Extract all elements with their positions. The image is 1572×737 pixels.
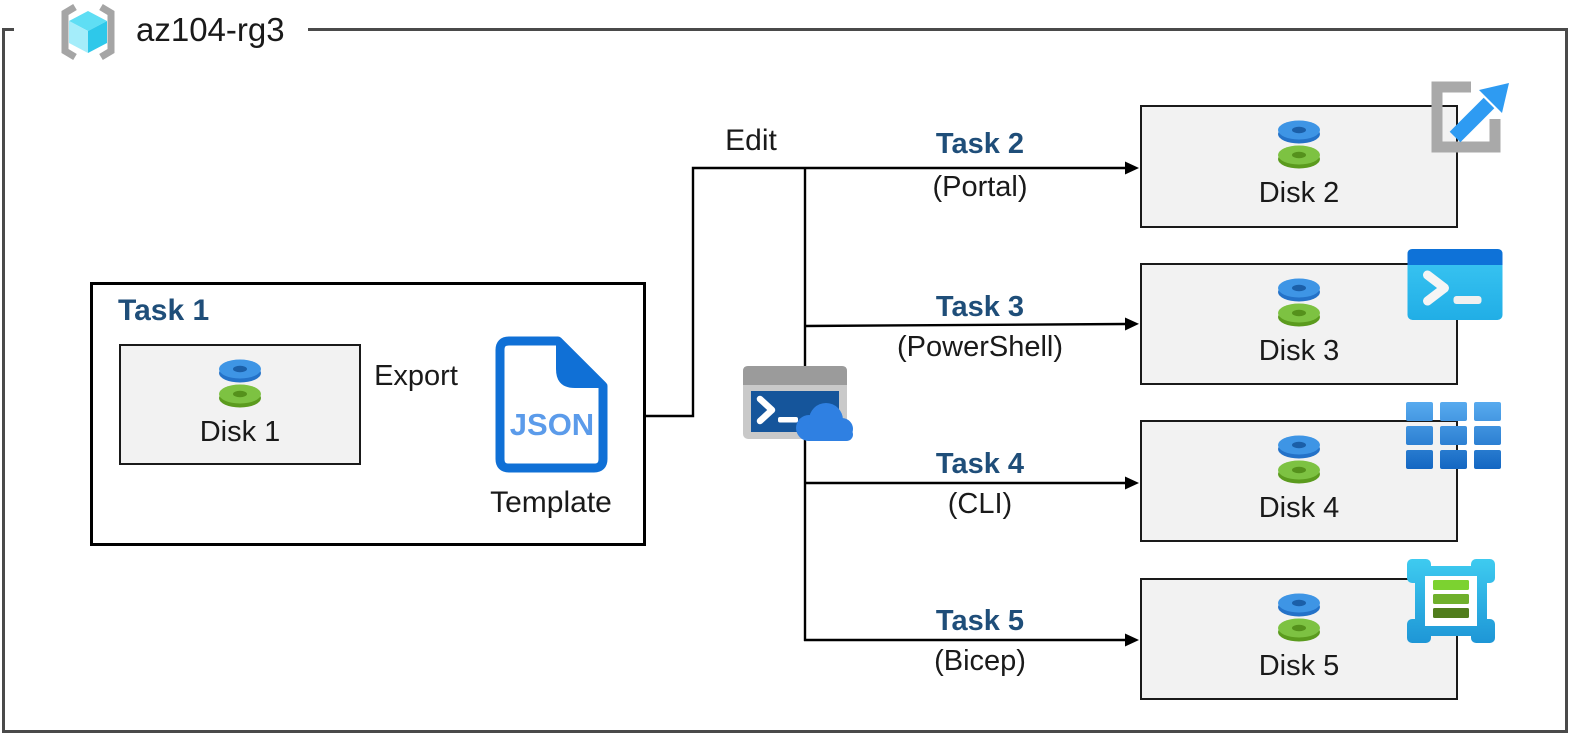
edit-label: Edit <box>725 124 777 157</box>
task4-method: (CLI) <box>947 488 1013 520</box>
task2-method: (Portal) <box>932 171 1028 203</box>
task4-heading: Task 4 <box>935 448 1025 480</box>
disk5-box: Disk 5 <box>1140 578 1458 700</box>
template-label: Template <box>490 486 612 519</box>
azure-cloud-shell-icon <box>743 366 853 441</box>
disk4-label: Disk 4 <box>1258 492 1340 524</box>
disk4-box: Disk 4 <box>1140 420 1458 542</box>
disk1-label: Disk 1 <box>199 416 281 448</box>
powershell-terminal-icon <box>1407 249 1503 320</box>
managed-disk-icon <box>1278 278 1320 327</box>
json-template-icon: JSON <box>495 336 608 473</box>
azure-cli-icon <box>1406 402 1501 469</box>
disk2-label: Disk 2 <box>1258 177 1340 209</box>
managed-disk-icon <box>219 359 261 408</box>
resource-group-name: az104-rg3 <box>136 11 285 48</box>
azure-portal-icon <box>1431 81 1509 153</box>
managed-disk-icon <box>1278 120 1320 169</box>
json-doc-text: JSON <box>510 407 594 442</box>
disk5-label: Disk 5 <box>1258 650 1340 682</box>
disk3-label: Disk 3 <box>1258 335 1340 367</box>
task3-heading: Task 3 <box>935 291 1025 323</box>
disk2-box: Disk 2 <box>1140 105 1458 228</box>
border-mask <box>14 26 308 34</box>
export-label: Export <box>374 360 458 392</box>
task3-method: (PowerShell) <box>897 331 1063 363</box>
managed-disk-icon <box>1278 593 1320 642</box>
resource-group-icon <box>61 3 115 61</box>
disk3-box: Disk 3 <box>1140 263 1458 385</box>
task5-method: (Bicep) <box>934 645 1026 677</box>
task1-title: Task 1 <box>118 294 210 327</box>
managed-disk-icon <box>1278 435 1320 484</box>
bicep-template-icon <box>1407 559 1495 643</box>
task2-heading: Task 2 <box>935 128 1025 160</box>
task5-heading: Task 5 <box>935 605 1025 637</box>
task3-arrow <box>803 317 1139 331</box>
disk1-box: Disk 1 <box>119 344 361 465</box>
edit-task2-connector <box>646 161 1139 418</box>
resource-group-container <box>2 28 1568 733</box>
